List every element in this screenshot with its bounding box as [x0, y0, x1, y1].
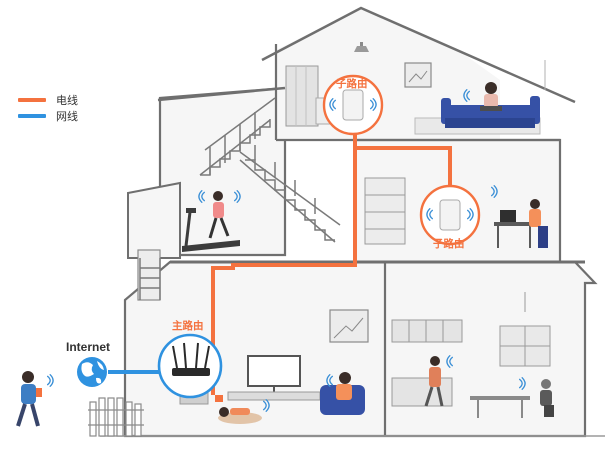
sofa-icon	[441, 96, 540, 128]
legend-item-network: 网线	[18, 108, 78, 124]
sub-router-top-circle	[322, 74, 384, 136]
counter	[391, 377, 453, 407]
sub-router-mid-circle	[419, 184, 481, 246]
stairs-icon	[139, 97, 341, 300]
laptop	[500, 210, 516, 222]
desk-person	[529, 199, 548, 248]
ceiling-lamp	[354, 46, 369, 52]
power-socket	[215, 395, 223, 402]
annex	[127, 181, 181, 259]
roof-main	[261, 6, 576, 104]
legend-item-power: 电线	[18, 92, 78, 108]
fence-icon	[88, 397, 144, 437]
person-on-sofa	[480, 82, 502, 111]
main-router-circle	[157, 333, 223, 399]
globe-icon	[77, 357, 107, 387]
legend-label-network: 网线	[56, 111, 78, 123]
upper-cabinet	[391, 319, 463, 343]
roof-left-eave	[157, 86, 286, 102]
main-router-label: 主路由	[172, 320, 204, 332]
sub-router-top-icon	[342, 89, 364, 121]
treadmill-icon	[182, 208, 240, 252]
sub-router-mid-label: 子路由	[433, 238, 465, 250]
power-line-cable-branch	[355, 146, 452, 196]
legend-label-power: 电线	[56, 95, 78, 107]
router-icon	[172, 342, 210, 376]
curtain	[285, 65, 319, 127]
pillar	[137, 249, 161, 301]
wifi-icon	[46, 373, 54, 388]
middle-floor-furniture	[182, 177, 548, 252]
desk	[494, 222, 534, 226]
wall-picture	[329, 309, 369, 343]
armchair	[320, 372, 365, 415]
tv-stand	[227, 391, 321, 401]
power-line-cable	[211, 130, 357, 395]
dining-table	[470, 396, 530, 400]
internet-label: Internet	[66, 340, 111, 354]
seated-person	[540, 379, 554, 417]
legend-swatch-network	[18, 114, 46, 118]
tv-icon	[247, 355, 301, 392]
picture-frame	[404, 62, 432, 88]
living-room	[179, 309, 369, 424]
bookshelf	[364, 177, 406, 245]
floor-child	[218, 407, 262, 424]
legend: 电线 网线	[18, 92, 78, 124]
sub-router-top-label: 子路由	[336, 78, 368, 90]
runner-person	[208, 191, 230, 239]
kitchen	[391, 292, 554, 418]
outdoor-person	[16, 371, 42, 427]
cook-person	[424, 356, 444, 407]
legend-swatch-power	[18, 98, 46, 102]
sub-router-mid-icon	[439, 199, 461, 231]
